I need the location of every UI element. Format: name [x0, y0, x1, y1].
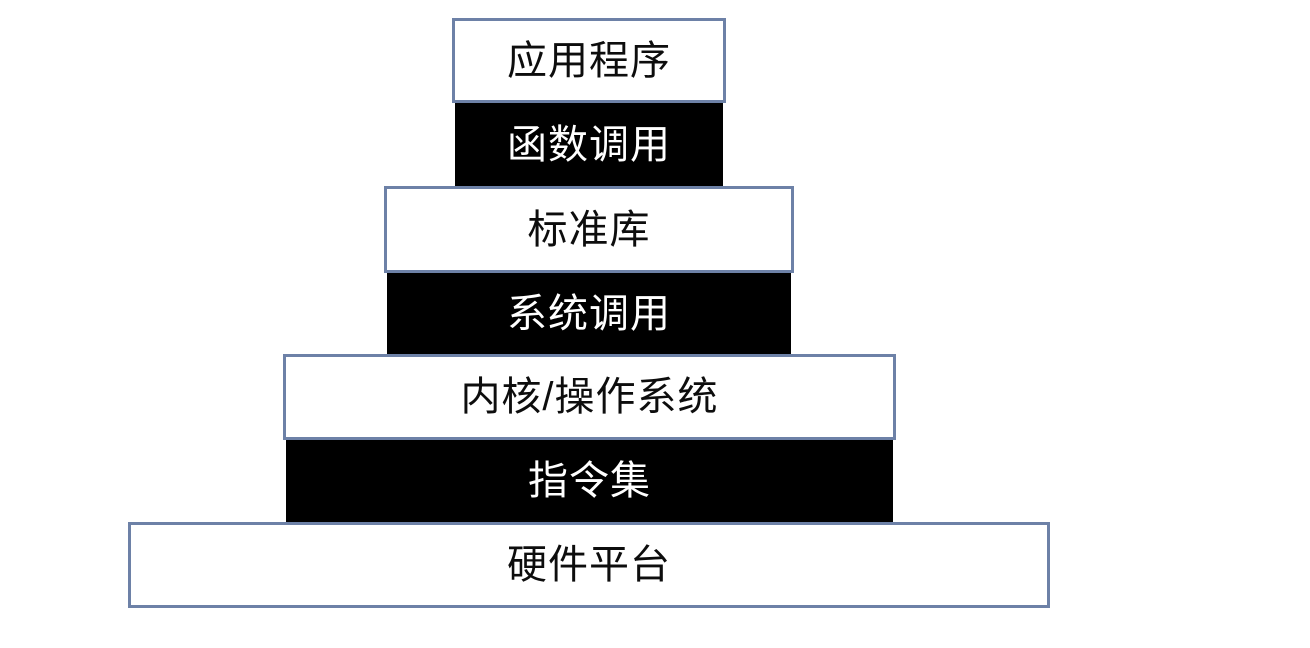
layer-label: 函数调用	[507, 122, 671, 167]
layer-label: 应用程序	[507, 38, 671, 83]
layer-standard-library: 标准库	[384, 186, 794, 273]
layer-label: 指令集	[528, 459, 651, 503]
layer-instruction-set: 指令集	[286, 440, 893, 522]
layer-label: 系统调用	[507, 291, 671, 336]
layer-hardware-platform: 硬件平台	[128, 522, 1050, 608]
layer-kernel-os: 内核/操作系统	[283, 354, 896, 440]
layer-label: 硬件平台	[507, 543, 671, 587]
layer-label: 内核/操作系统	[460, 375, 719, 419]
layer-system-call: 系统调用	[387, 273, 791, 354]
layer-function-call: 函数调用	[455, 103, 723, 186]
layer-label: 标准库	[527, 207, 651, 252]
layer-application: 应用程序	[452, 18, 726, 103]
